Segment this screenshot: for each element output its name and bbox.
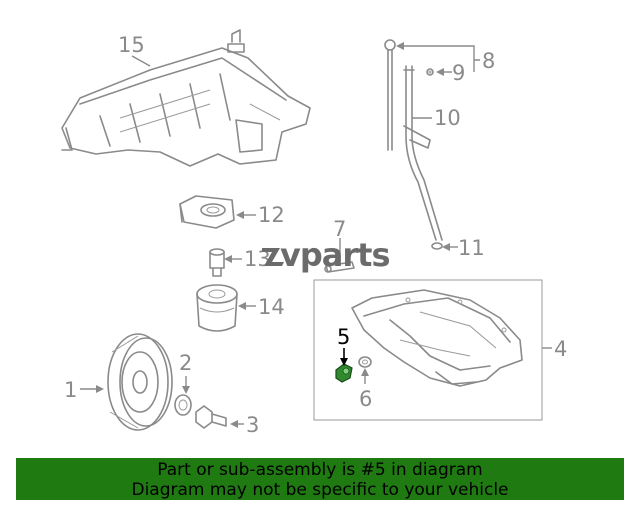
oil-pan-callout-box [313,279,543,421]
callout-2: 2 [179,351,192,375]
callout-12: 12 [258,203,285,227]
crankshaft-pulley-part [107,333,173,431]
parts-diagram: 15 8 9 10 11 12 13 14 7 4 5 6 1 2 3 vpar… [61,29,567,437]
callout-6: 6 [359,387,372,411]
oil-cooler-part [179,195,235,229]
watermark-logo: vparts [262,236,390,274]
callout-11: 11 [458,236,485,260]
callout-4: 4 [554,337,567,361]
drain-plug-part [335,363,353,383]
callout-7: 7 [333,217,346,241]
dipstick-tube-part [403,65,443,250]
info-banner: Part or sub-assembly is #5 in diagram Di… [16,458,624,500]
callout-8: 8 [482,49,495,73]
watermark-text: vparts [280,236,389,274]
oil-dipstick-part [384,39,434,151]
banner-line-1: Part or sub-assembly is #5 in diagram [157,460,483,480]
callout-10: 10 [434,106,461,130]
bolt-part-7 [324,261,355,273]
leader-lines [80,42,552,428]
callout-5: 5 [337,325,350,349]
intake-manifold-part [61,29,311,167]
callout-3: 3 [246,413,259,437]
callout-15: 15 [118,33,145,57]
oil-pan-part [351,289,523,387]
oil-filter-part [196,284,238,332]
callout-14: 14 [258,295,285,319]
oil-pressure-switch-part [209,248,225,277]
callout-1: 1 [64,378,77,402]
banner-line-2: Diagram may not be specific to your vehi… [131,480,509,500]
pulley-washer-part [174,394,192,416]
callout-9: 9 [452,61,465,85]
pulley-bolt-part [195,405,227,429]
drain-plug-gasket-part [358,356,372,368]
